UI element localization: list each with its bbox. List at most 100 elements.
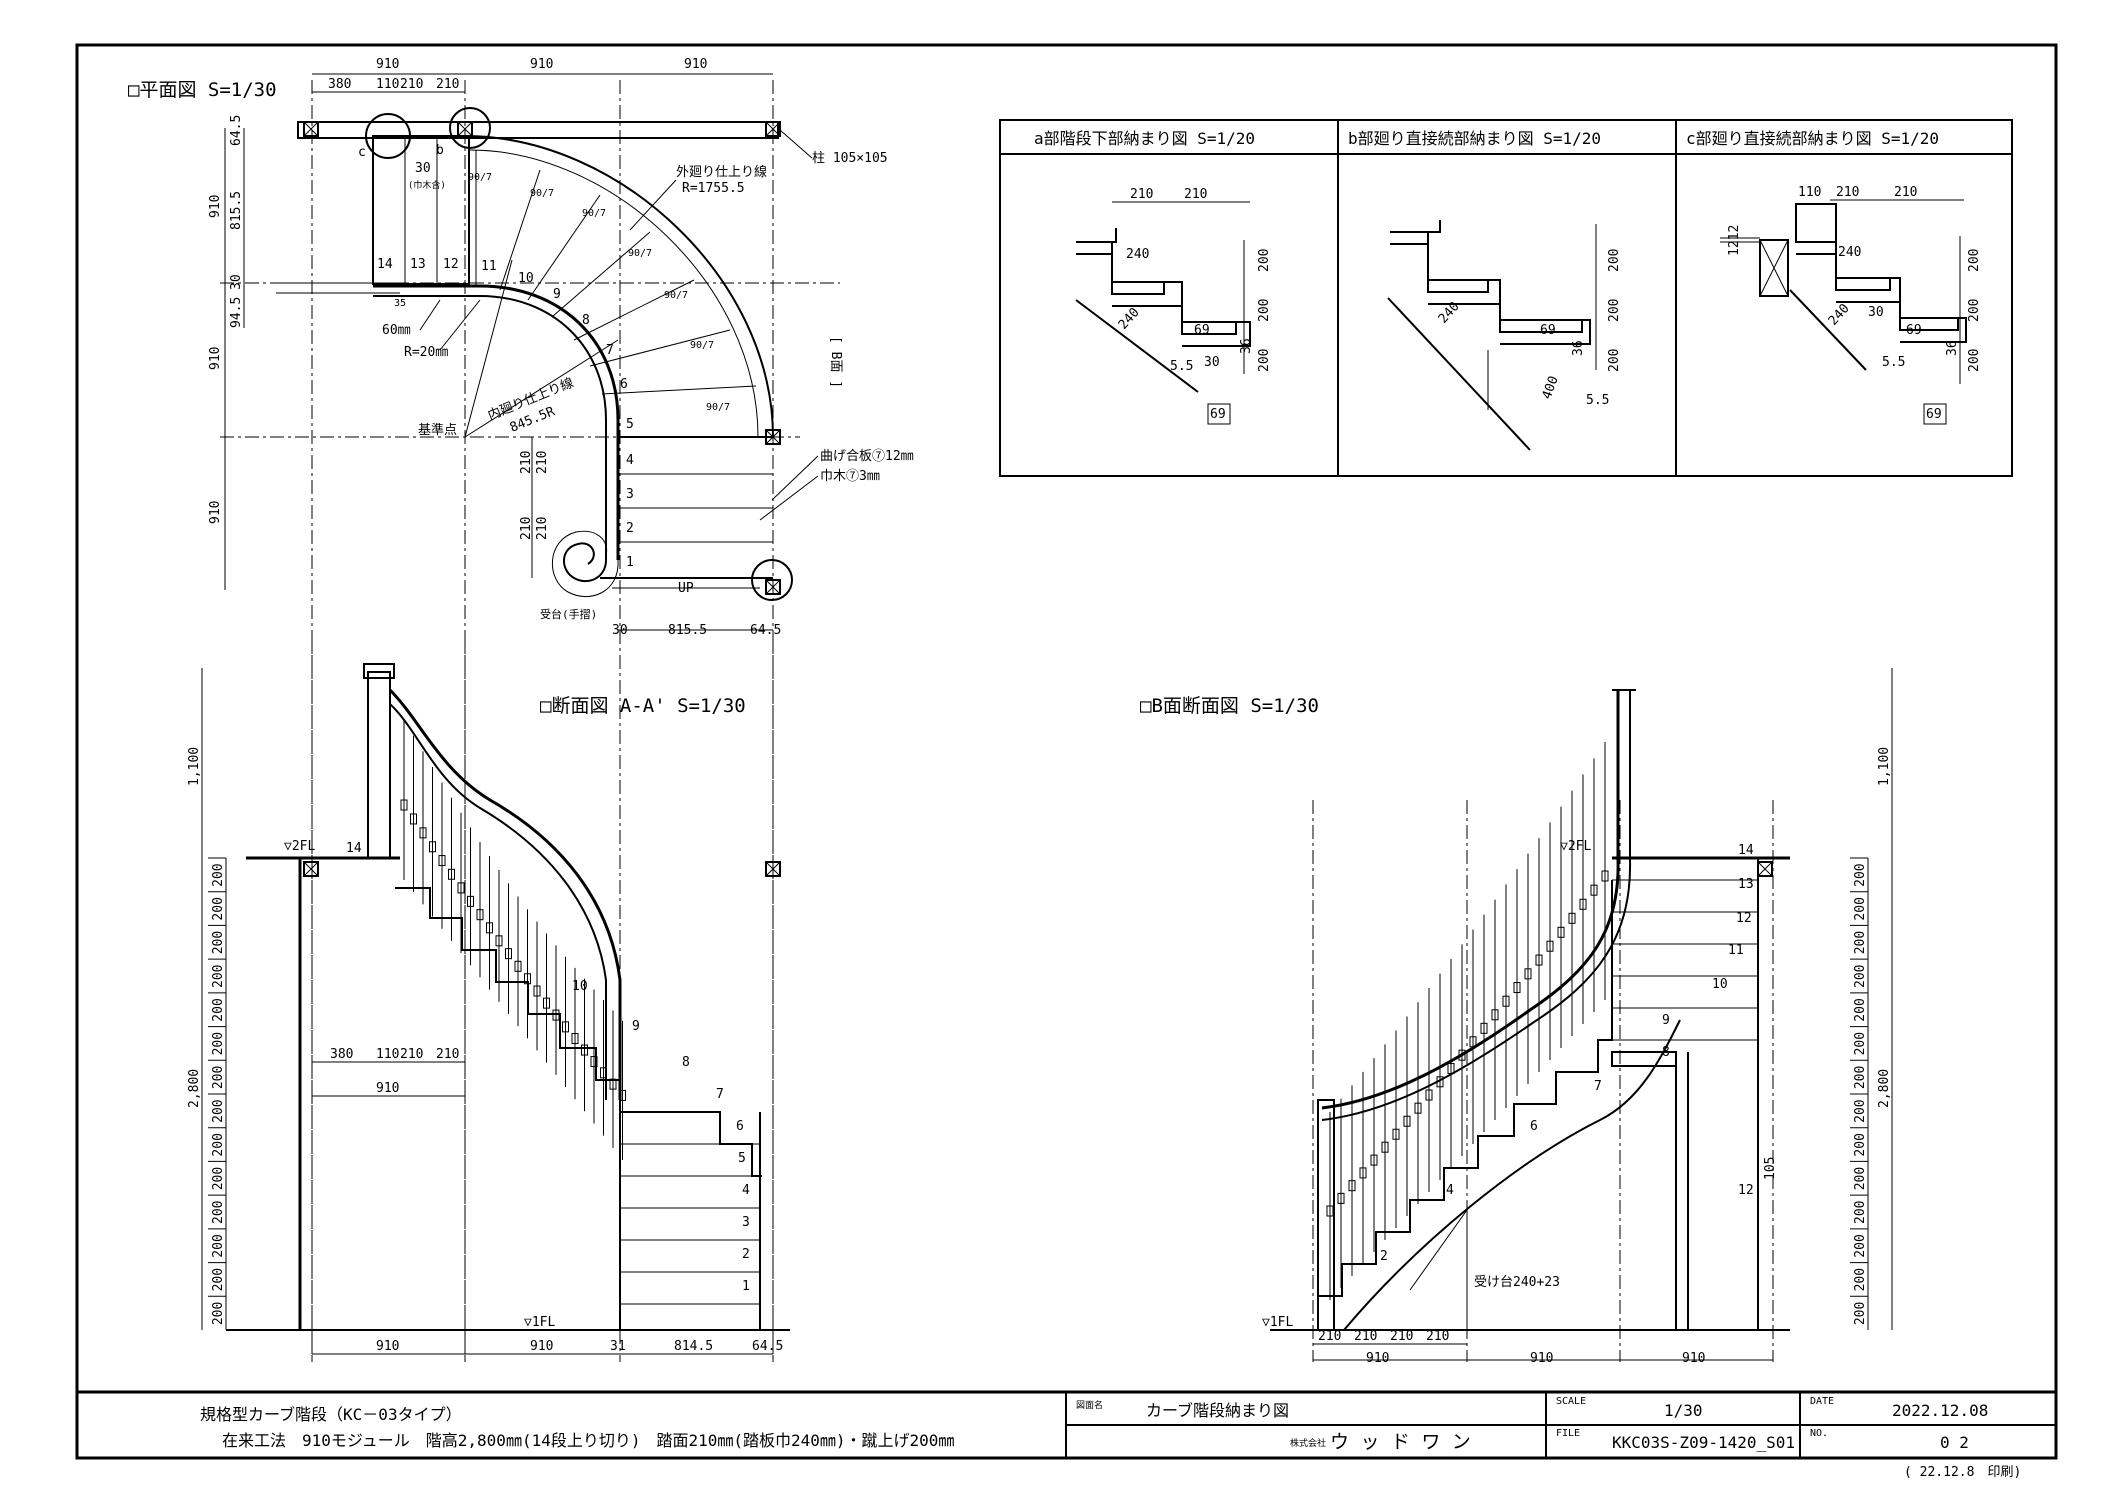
riser-dim: 200 [1853,863,1868,886]
b-floor1: ▽1FL [1262,1315,1293,1330]
c-dim: 210 [1836,185,1859,200]
deg-label: 90/7 [664,290,688,301]
stair-dim-2: 210 [535,451,550,474]
plan-left-dim-910c: 910 [208,501,223,524]
riser-dim: 200 [211,1032,226,1055]
b-balusters [1326,742,1609,1300]
volute [563,542,607,583]
plan-title: □平面図 S=1/30 [128,79,277,101]
plan-step-5: 5 [626,417,634,432]
plan-top-subdim-3: 210 [400,77,423,92]
plan-step-11: 11 [481,259,497,274]
plan-top-dim-1: 910 [376,57,399,72]
title-block: 規格型カーブ階段（KC－03タイプ） 在来工法 910モジュール 階高2,800… [77,1390,2056,1480]
plan-left-dim-645: 64.5 [229,115,244,146]
company-label: 株式会社 [1290,1437,1326,1449]
date-label: DATE [1810,1396,1834,1407]
outer-radius-label: R=1755.5 [682,181,745,196]
plan-top-subdim-1: 380 [328,77,351,92]
detail-marker-c [751,559,793,601]
post-label: 柱 105×105 [812,151,888,166]
aa-step-2: 2 [742,1247,750,1262]
aa-newel-post [367,671,391,859]
plan-left-dim-8155: 815.5 [229,191,244,230]
riser-dim: 200 [1853,965,1868,988]
c-dim: 36 [1945,340,1960,356]
aa-floor1: ▽1FL [524,1315,555,1330]
riser-dim: 200 [1853,897,1868,920]
b-dim105: 105 [1763,1157,1778,1180]
aa-step-1: 1 [742,1279,750,1294]
riser-dim: 200 [211,1302,226,1325]
section-aa-title: □断面図 A-A' S=1/30 [540,695,746,717]
product-spec: 在来工法 910モジュール 階高2,800㎜(14段上り切り) 踏面210㎜(踏… [222,1431,954,1450]
outer-line-label: 外廻り仕上り線 [676,164,767,180]
c-dim: 200 [1967,299,1982,322]
b-dim: 69 [1540,323,1556,338]
riser-dim: 200 [211,897,226,920]
scale-value: 1/30 [1664,1401,1703,1420]
b-bottom-dim: 210 [1426,1329,1449,1344]
plan-step-3: 3 [626,487,634,502]
b-height-total: 2,800 [1877,1069,1892,1108]
detail-c-drawing: 110 210 210 240 240 30 69 5.5 36 69 200 … [1720,185,1982,425]
b-stringer [1343,1019,1681,1331]
stair-dim-4: 210 [535,517,550,540]
b-riser-dims: 2002002002002002002002002002002002002002… [1850,857,1868,1325]
c-dim: 1212 [1727,225,1742,256]
deg-label: 90/7 [468,172,492,183]
print-note: ( 22.12.8 印刷) [1904,1465,2021,1480]
riser-dim: 200 [211,863,226,886]
b-dim: 36 [1571,340,1586,356]
deg-label: 90/7 [530,188,554,199]
b-face-label: [ B面 ] [828,336,843,388]
detail-table: a部階段下部納まり図 S=1/20 b部廻り直接続部納まり図 S=1/20 c部… [999,119,2013,477]
plan-step-9: 9 [553,287,561,302]
plan-step-8: 8 [582,313,590,328]
b-bottom-dim: 210 [1354,1329,1377,1344]
riser-dim: 200 [211,1268,226,1291]
riser-dim: 200 [1853,1201,1868,1224]
c-dim: 30 [1868,305,1884,320]
aa-mid-dim: 210 [436,1047,459,1062]
riser-dim: 200 [1853,1133,1868,1156]
riser-dim: 200 [211,1234,226,1257]
b-step-11: 11 [1728,943,1744,958]
drawing-name-label: 図面名 [1076,1399,1103,1411]
c-dim: 200 [1967,349,1982,372]
plan-left-dim-910a: 910 [208,195,223,218]
b-step-12: 12 [1736,911,1752,926]
riser-dim: 200 [1853,1268,1868,1291]
c-dim: 110 [1798,185,1821,200]
riser-dim: 200 [1853,1234,1868,1257]
detail-b-drawing: 240 69 36 5.5 400 200 200 200 [1387,220,1622,451]
riser-dim: 200 [1853,998,1868,1021]
a-dim: 200 [1257,349,1272,372]
skin-label: 巾木⑦3㎜ [820,469,880,484]
b-step-2: 2 [1380,1249,1388,1264]
c-dim: 240 [1826,301,1853,328]
riser-dim: 200 [1853,931,1868,954]
section-b: □B面断面図 S=1/30 1,100 2,800 20020020020020… [1140,668,1893,1366]
c-dim: 210 [1894,185,1917,200]
aa-bottom-dim: 31 [610,1339,626,1354]
b-floor2: ▽2FL [1560,839,1591,854]
aa-step-9: 9 [632,1019,640,1034]
riser-dim: 200 [211,965,226,988]
aa-bottom-dim: 64.5 [752,1339,783,1354]
b-step-14: 14 [1738,843,1754,858]
plan-top-dim-3: 910 [684,57,707,72]
riser-dim: 200 [1853,1032,1868,1055]
b-handrail-h: 1,100 [1877,747,1892,786]
plan-step-4: 4 [626,453,634,468]
plan-left-dim-910b: 910 [208,347,223,370]
plan-bottom-dim-645: 64.5 [750,623,781,638]
plan-bottom-dim-8155: 815.5 [668,623,707,638]
a-dim: 69 [1210,407,1226,422]
b-dim: 200 [1607,299,1622,322]
deg-label: 90/7 [628,248,652,259]
riser-dim: 200 [1853,1099,1868,1122]
marker-b-label: b [436,143,444,158]
plan-bottom-dim-30: 30 [612,623,628,638]
